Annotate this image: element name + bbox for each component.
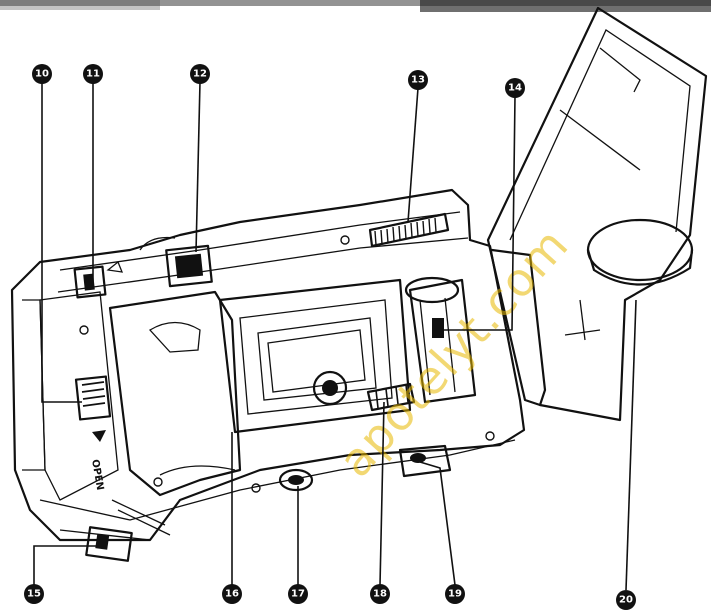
scan-noise-edge — [0, 0, 711, 12]
svg-text:19: 19 — [448, 589, 462, 600]
svg-text:17: 17 — [291, 589, 305, 600]
callout-16: 16 — [222, 584, 242, 604]
callout-12: 12 — [190, 64, 210, 84]
svg-text:13: 13 — [411, 75, 425, 86]
svg-text:12: 12 — [193, 69, 207, 80]
film-gate — [218, 278, 412, 434]
svg-text:16: 16 — [225, 589, 239, 600]
callout-20: 20 — [616, 590, 636, 610]
tripod-socket — [278, 468, 314, 492]
cartridge-chamber — [108, 290, 242, 497]
callout-14: 14 — [505, 78, 525, 98]
callout-15: 15 — [24, 584, 44, 604]
svg-text:18: 18 — [373, 589, 387, 600]
viewfinder-eyepiece — [165, 244, 213, 288]
date-panel — [85, 499, 171, 562]
svg-text:11: 11 — [86, 69, 100, 80]
rewind-wheel — [368, 212, 450, 248]
back-cover-latch — [74, 375, 112, 442]
svg-text:15: 15 — [27, 589, 41, 600]
sprocket-gear — [366, 382, 416, 412]
callout-17: 17 — [288, 584, 308, 604]
mode-switch — [73, 260, 124, 299]
back-door — [486, 6, 708, 422]
callout-11: 11 — [83, 64, 103, 84]
callout-18: 18 — [370, 584, 390, 604]
svg-text:20: 20 — [619, 595, 633, 606]
svg-text:10: 10 — [35, 69, 49, 80]
screws — [79, 235, 495, 493]
battery-cover — [398, 444, 452, 478]
svg-text:14: 14 — [508, 83, 522, 94]
callout-13: 13 — [408, 70, 428, 90]
callout-19: 19 — [445, 584, 465, 604]
callout-10: 10 — [32, 64, 52, 84]
open-label: OPEN — [89, 459, 105, 491]
leader-lines — [33, 81, 637, 591]
take-up-spool — [404, 276, 477, 404]
